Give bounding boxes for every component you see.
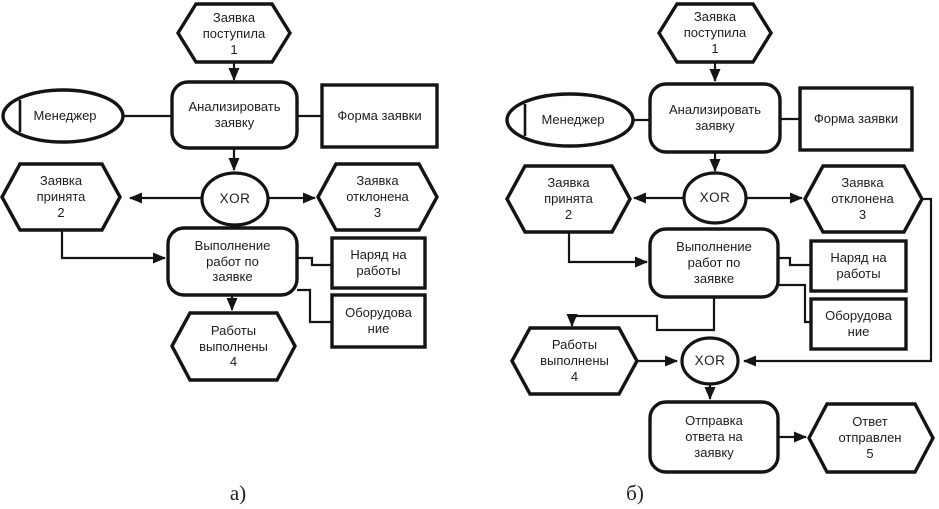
event-hexagon-request-received-a bbox=[175, 2, 293, 64]
doc-box-work-order-a bbox=[330, 236, 427, 290]
doc-box-request-form-b bbox=[798, 86, 914, 152]
function-box-analyze-a bbox=[170, 80, 299, 150]
function-box-send-reply-b bbox=[648, 400, 780, 474]
diagram-a bbox=[0, 2, 439, 382]
xor-circle-1-b bbox=[682, 171, 748, 225]
xor-circle-2-b bbox=[680, 336, 740, 386]
doc-box-equipment-b bbox=[809, 297, 908, 351]
arrow-execute-to-done-b bbox=[566, 297, 716, 332]
event-hexagon-request-accepted-b bbox=[505, 164, 632, 234]
doc-box-equipment-a bbox=[330, 293, 427, 349]
function-box-execute-work-a bbox=[166, 226, 299, 297]
event-hexagon-request-rejected-a bbox=[316, 162, 439, 232]
function-box-execute-work-b bbox=[648, 227, 780, 299]
doc-box-request-form-a bbox=[320, 83, 439, 149]
connector-execute-to-order-a bbox=[297, 256, 332, 267]
function-box-analyze-b bbox=[648, 82, 782, 154]
event-hexagon-reply-sent-b bbox=[807, 402, 935, 474]
arrow-accepted-to-execute-a bbox=[60, 230, 166, 264]
event-hexagon-request-accepted-a bbox=[0, 162, 122, 232]
doc-box-work-order-b bbox=[809, 239, 908, 293]
event-hexagon-request-received-b bbox=[656, 2, 774, 64]
connector-execute-to-order-b bbox=[778, 256, 811, 267]
figure-caption-b: б) bbox=[626, 480, 644, 505]
event-hexagon-work-completed-b bbox=[510, 326, 639, 396]
figure-caption-a: а) bbox=[229, 480, 247, 505]
connector-execute-to-equipment-b bbox=[778, 283, 811, 324]
event-hexagon-request-rejected-b bbox=[803, 164, 924, 234]
connector-execute-to-equipment-a bbox=[297, 288, 332, 324]
diagram-b bbox=[505, 2, 935, 474]
arrow-accepted-to-execute-b bbox=[567, 232, 648, 268]
arrow-rejected-to-xor2-b bbox=[743, 197, 933, 367]
event-hexagon-work-completed-a bbox=[170, 311, 297, 382]
xor-circle-a bbox=[200, 171, 270, 227]
